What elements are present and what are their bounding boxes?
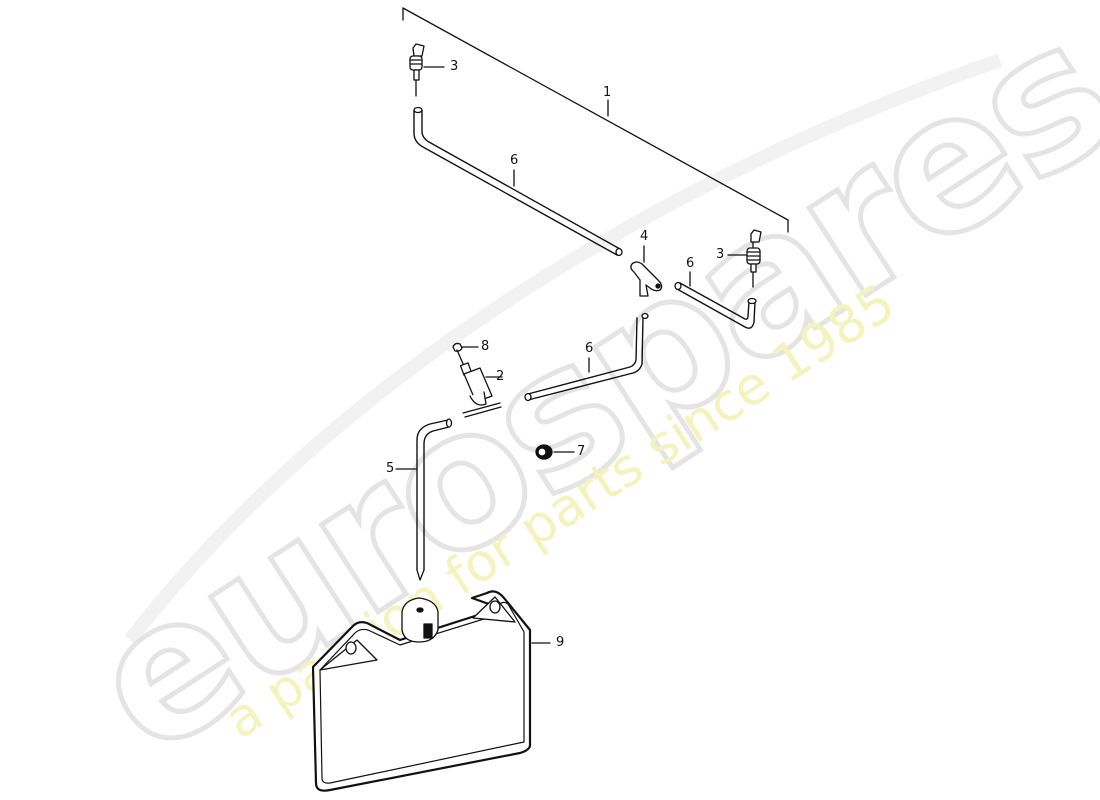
grommet xyxy=(535,444,575,460)
hose-6-right xyxy=(674,271,757,329)
callout-6-right: 6 xyxy=(686,256,695,271)
watermark-brand: eurospares xyxy=(54,0,1100,798)
washer-pump xyxy=(452,342,503,418)
callout-6-top: 6 xyxy=(510,153,519,168)
watermark-tagline: a passion for parts since 1985 xyxy=(214,273,905,751)
callout-7: 7 xyxy=(577,444,586,459)
hose-5 xyxy=(395,418,453,581)
callout-3-right: 3 xyxy=(716,247,725,262)
callout-1: 1 xyxy=(603,85,612,100)
callout-6-middle: 6 xyxy=(585,341,594,356)
spray-nozzle-right xyxy=(727,229,762,288)
callout-5: 5 xyxy=(386,461,395,476)
hose-6-top xyxy=(413,106,623,257)
callout-3-left: 3 xyxy=(450,59,459,74)
t-connector xyxy=(630,245,663,297)
assembly-bracket-line xyxy=(402,7,789,233)
callout-8: 8 xyxy=(481,339,490,354)
callout-4: 4 xyxy=(640,229,649,244)
washer-reservoir xyxy=(311,590,551,792)
callout-9: 9 xyxy=(556,635,565,650)
hose-6-middle xyxy=(524,312,649,402)
callout-2: 2 xyxy=(496,369,505,384)
spray-nozzle-left xyxy=(409,43,445,97)
